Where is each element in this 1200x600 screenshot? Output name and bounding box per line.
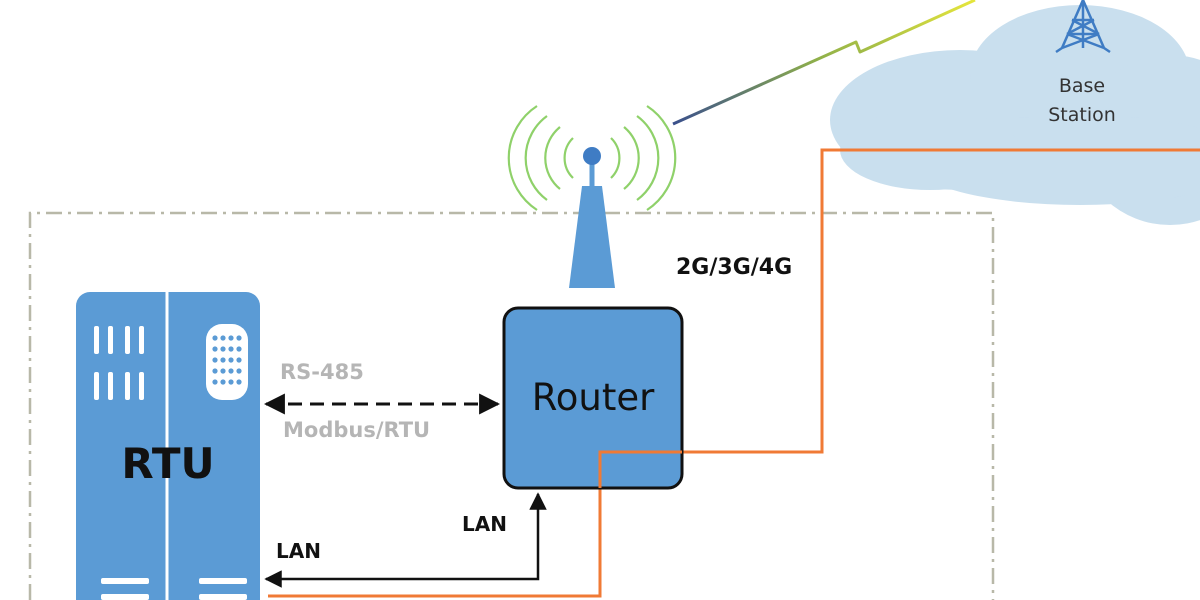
rtu-slot-icon xyxy=(101,578,247,600)
rtu-device[interactable] xyxy=(76,292,260,600)
lan-rtu-label: LAN xyxy=(276,539,321,563)
rtu-vent-icon xyxy=(94,326,144,400)
network-type-label: 2G/3G/4G xyxy=(676,255,792,280)
wireless-link xyxy=(672,0,976,126)
signal-waves-icon xyxy=(507,105,677,211)
base-station-tower-icon xyxy=(1055,0,1111,54)
fiber-link xyxy=(268,148,1200,598)
site-boundary xyxy=(28,211,995,600)
rs485-label: RS-485 xyxy=(280,360,364,384)
router-label: Router xyxy=(532,376,655,419)
base-station-label-line2: Station xyxy=(1048,104,1116,126)
antenna-icon xyxy=(569,147,615,288)
cloud xyxy=(830,5,1200,225)
base-station-label-line1: Base xyxy=(1059,75,1105,97)
lan-router-label: LAN xyxy=(462,512,507,536)
rtu-label: RTU xyxy=(121,439,214,488)
router-box[interactable] xyxy=(502,306,684,490)
lan-link xyxy=(264,492,547,588)
modbus-label: Modbus/RTU xyxy=(283,418,430,442)
rtu-port-icon xyxy=(206,324,248,400)
